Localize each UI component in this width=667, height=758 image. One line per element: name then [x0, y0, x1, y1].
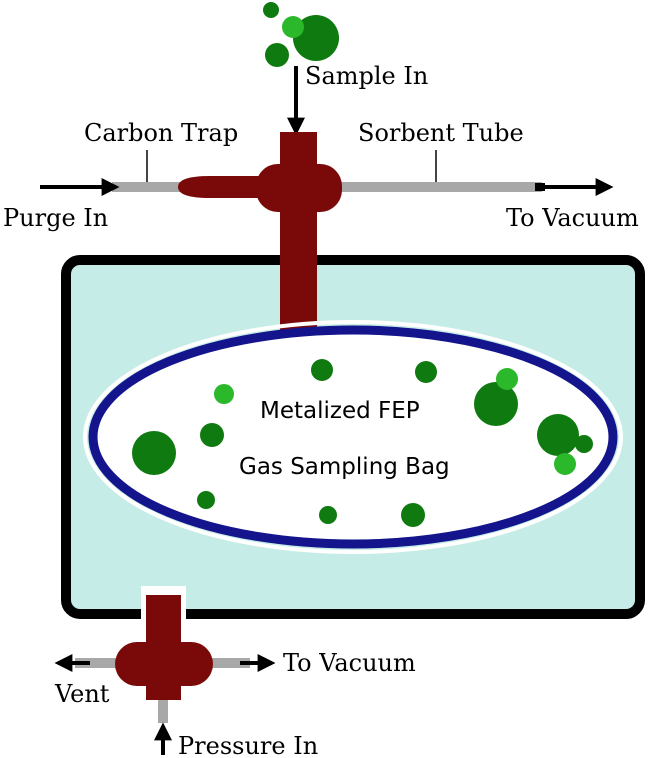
- to-vacuum-top-label: To Vacuum: [506, 204, 639, 232]
- vent-label: Vent: [54, 680, 110, 708]
- bubble: [401, 503, 425, 527]
- bubble: [293, 15, 339, 61]
- bubble: [474, 382, 518, 426]
- bubble: [263, 2, 279, 18]
- bubble: [265, 43, 289, 67]
- bag-label-line2: Gas Sampling Bag: [239, 454, 450, 480]
- bubble: [214, 384, 234, 404]
- pressure-in-tube: [158, 695, 168, 723]
- top-fitting: [178, 132, 342, 332]
- bottom-vacuum-tube: [205, 658, 250, 668]
- bubble: [415, 361, 437, 383]
- bubble: [537, 414, 579, 456]
- vent-tube: [75, 658, 125, 668]
- carbon-trap-label: Carbon Trap: [84, 119, 238, 147]
- bubble: [496, 368, 518, 390]
- bubble: [575, 435, 593, 453]
- pressure-in-label: Pressure In: [178, 732, 318, 758]
- purge-in-label: Purge In: [3, 204, 108, 232]
- bubble: [554, 453, 576, 475]
- gas-sampling-bag: [88, 325, 618, 549]
- bubble: [319, 506, 337, 524]
- bubble: [197, 491, 215, 509]
- bottom-fitting: [115, 595, 213, 700]
- sorbent-tube-label: Sorbent Tube: [358, 119, 524, 147]
- sample-in-label: Sample In: [305, 62, 428, 90]
- sample-bubbles: [132, 2, 593, 527]
- to-vacuum-bottom-label: To Vacuum: [283, 649, 416, 677]
- bubble: [132, 431, 176, 475]
- bag-label-line1: Metalized FEP: [260, 398, 420, 424]
- bubble: [282, 16, 304, 38]
- bubble: [311, 359, 333, 381]
- bubble: [200, 423, 224, 447]
- carbon-trap-tube: [112, 182, 190, 192]
- bag-highlight: [83, 320, 623, 554]
- sorbent-tube: [330, 182, 542, 192]
